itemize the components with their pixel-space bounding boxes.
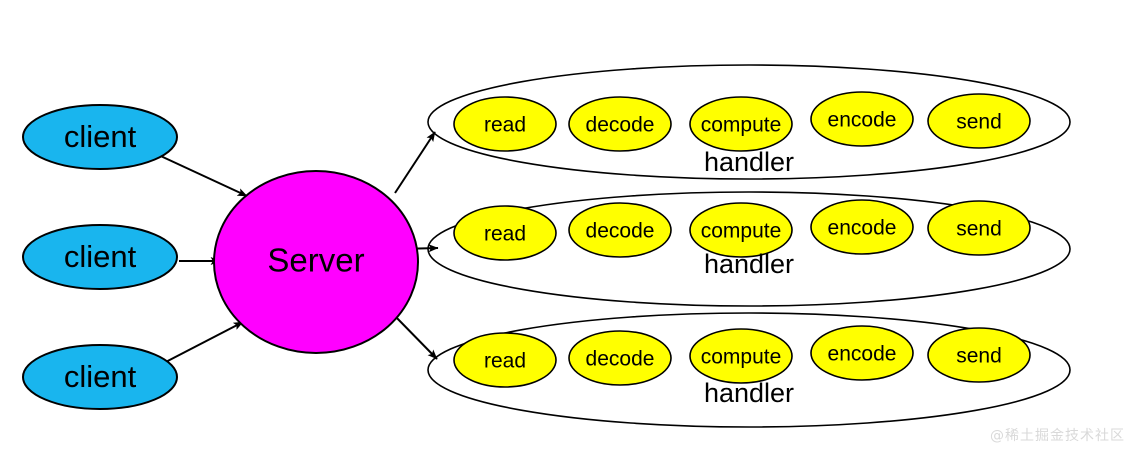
stage-node-compute[interactable]: compute [689, 96, 793, 152]
stage-ellipse[interactable] [927, 93, 1031, 149]
stage-node-read[interactable]: read [453, 205, 557, 261]
watermark: @稀土掘金技术社区 [990, 428, 1125, 444]
server-label: Server [267, 242, 364, 279]
stage-ellipse[interactable] [927, 327, 1031, 383]
stage-label: read [484, 350, 526, 373]
stage-label: compute [701, 346, 782, 369]
stage-ellipse[interactable] [568, 202, 672, 258]
stage-label: decode [586, 114, 655, 137]
stage-label: encode [828, 109, 897, 132]
handler-outline[interactable] [427, 312, 1071, 428]
stage-label: decode [586, 220, 655, 243]
arrow-client1-to-server [151, 151, 248, 197]
client-ellipse[interactable] [22, 104, 178, 170]
handler-label: handler [704, 147, 794, 177]
stage-label: read [484, 223, 526, 246]
stage-node-encode[interactable]: encode [810, 325, 914, 381]
handler-outline[interactable] [427, 64, 1071, 180]
client-label: client [64, 119, 137, 154]
client-ellipse[interactable] [22, 344, 178, 410]
stage-ellipse[interactable] [689, 96, 793, 152]
handler-group-2[interactable]: read decode compute encode send handler [427, 191, 1071, 307]
stage-ellipse[interactable] [810, 91, 914, 147]
stage-label: send [956, 345, 1002, 368]
arrow-server-to-handler-3 [391, 312, 438, 360]
stage-ellipse[interactable] [927, 200, 1031, 256]
stage-node-compute[interactable]: compute [689, 202, 793, 258]
stage-label: read [484, 114, 526, 137]
client-label: client [64, 239, 137, 274]
handler-label: handler [704, 378, 794, 408]
stage-label: compute [701, 114, 782, 137]
client-node-2[interactable]: client [22, 224, 178, 290]
stage-label: compute [701, 220, 782, 243]
stage-node-send[interactable]: send [927, 93, 1031, 149]
client-label: client [64, 359, 137, 394]
stage-ellipse[interactable] [810, 199, 914, 255]
stage-node-read[interactable]: read [453, 332, 557, 388]
stage-ellipse[interactable] [689, 328, 793, 384]
stage-node-send[interactable]: send [927, 200, 1031, 256]
client-node-3[interactable]: client [22, 344, 178, 410]
arrow-server-to-handler-1 [394, 131, 436, 194]
stage-ellipse[interactable] [689, 202, 793, 258]
stage-ellipse[interactable] [568, 330, 672, 386]
stage-ellipse[interactable] [453, 332, 557, 388]
server-ellipse[interactable] [213, 170, 419, 354]
stage-ellipse[interactable] [453, 205, 557, 261]
arrow-client3-to-server [157, 321, 244, 367]
server-node[interactable]: Server [213, 170, 419, 354]
handler-outline[interactable] [427, 191, 1071, 307]
stage-node-encode[interactable]: encode [810, 199, 914, 255]
stage-ellipse[interactable] [810, 325, 914, 381]
stage-node-send[interactable]: send [927, 327, 1031, 383]
client-ellipse[interactable] [22, 224, 178, 290]
stage-node-decode[interactable]: decode [568, 202, 672, 258]
handler-group-3[interactable]: read decode compute encode send handler [427, 312, 1071, 428]
handler-label: handler [704, 249, 794, 279]
stage-node-encode[interactable]: encode [810, 91, 914, 147]
stage-node-compute[interactable]: compute [689, 328, 793, 384]
stage-label: decode [586, 348, 655, 371]
stage-label: encode [828, 217, 897, 240]
stage-node-decode[interactable]: decode [568, 330, 672, 386]
stage-node-decode[interactable]: decode [568, 96, 672, 152]
stage-label: send [956, 218, 1002, 241]
stage-ellipse[interactable] [568, 96, 672, 152]
stage-label: send [956, 111, 1002, 134]
stage-label: encode [828, 343, 897, 366]
handler-group-1[interactable]: read decode compute encode send handler [427, 64, 1071, 180]
client-node-1[interactable]: client [22, 104, 178, 170]
stage-ellipse[interactable] [453, 96, 557, 152]
stage-node-read[interactable]: read [453, 96, 557, 152]
